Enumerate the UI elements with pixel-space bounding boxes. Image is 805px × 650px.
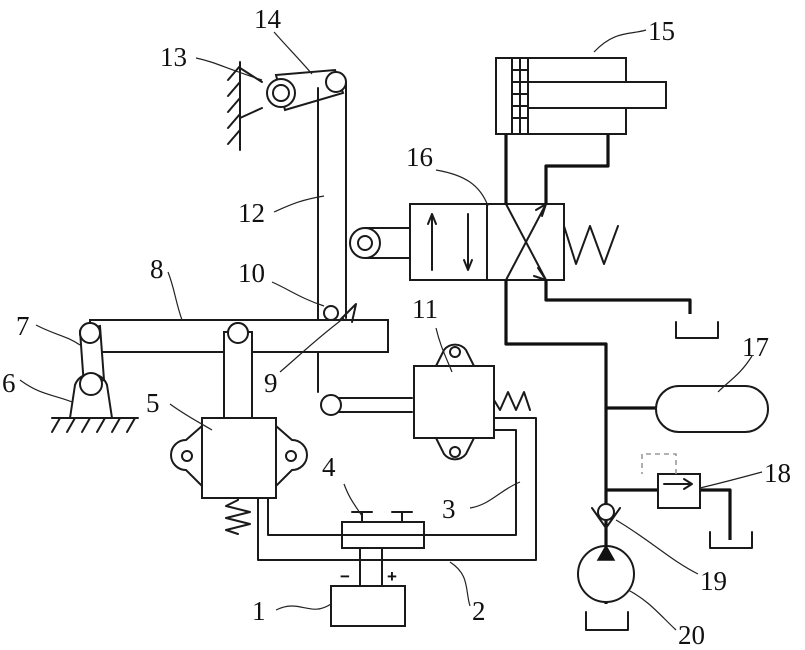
- label-17: 17: [742, 332, 769, 362]
- tank-valve-return: [676, 322, 718, 338]
- battery-minus-sign: −: [340, 567, 350, 586]
- label-4: 4: [322, 452, 336, 482]
- label-12: 12: [238, 198, 265, 228]
- label-16: 16: [406, 142, 433, 172]
- label-8: 8: [150, 254, 164, 284]
- label-6: 6: [2, 368, 16, 398]
- label-13: 13: [160, 42, 187, 72]
- accumulator-17: [656, 386, 768, 432]
- label-5: 5: [146, 388, 160, 418]
- link-14: [267, 70, 346, 110]
- label-1: 1: [252, 596, 266, 626]
- label-20: 20: [678, 620, 705, 650]
- directional-valve-16: [350, 204, 618, 280]
- label-14: 14: [254, 4, 282, 34]
- switch-4: [342, 512, 424, 548]
- label-3: 3: [442, 494, 456, 524]
- label-18: 18: [764, 458, 791, 488]
- wall-mount: [228, 62, 262, 150]
- ground-support-6: [52, 373, 138, 432]
- label-19: 19: [700, 566, 727, 596]
- battery-plus-sign: +: [387, 567, 397, 586]
- label-11: 11: [412, 294, 438, 324]
- label-15: 15: [648, 16, 675, 46]
- label-7: 7: [16, 311, 30, 341]
- wire-loop-3: [268, 430, 516, 535]
- solenoid-11: [414, 345, 530, 460]
- pump-20: [578, 546, 634, 602]
- label-9: 9: [264, 368, 278, 398]
- label-10: 10: [238, 258, 265, 288]
- solenoid-5: [171, 323, 307, 534]
- label-2: 2: [472, 596, 486, 626]
- hydraulic-cylinder-15: [496, 58, 666, 134]
- relief-valve-18: [642, 454, 700, 508]
- tank-pump-suction: [586, 612, 628, 630]
